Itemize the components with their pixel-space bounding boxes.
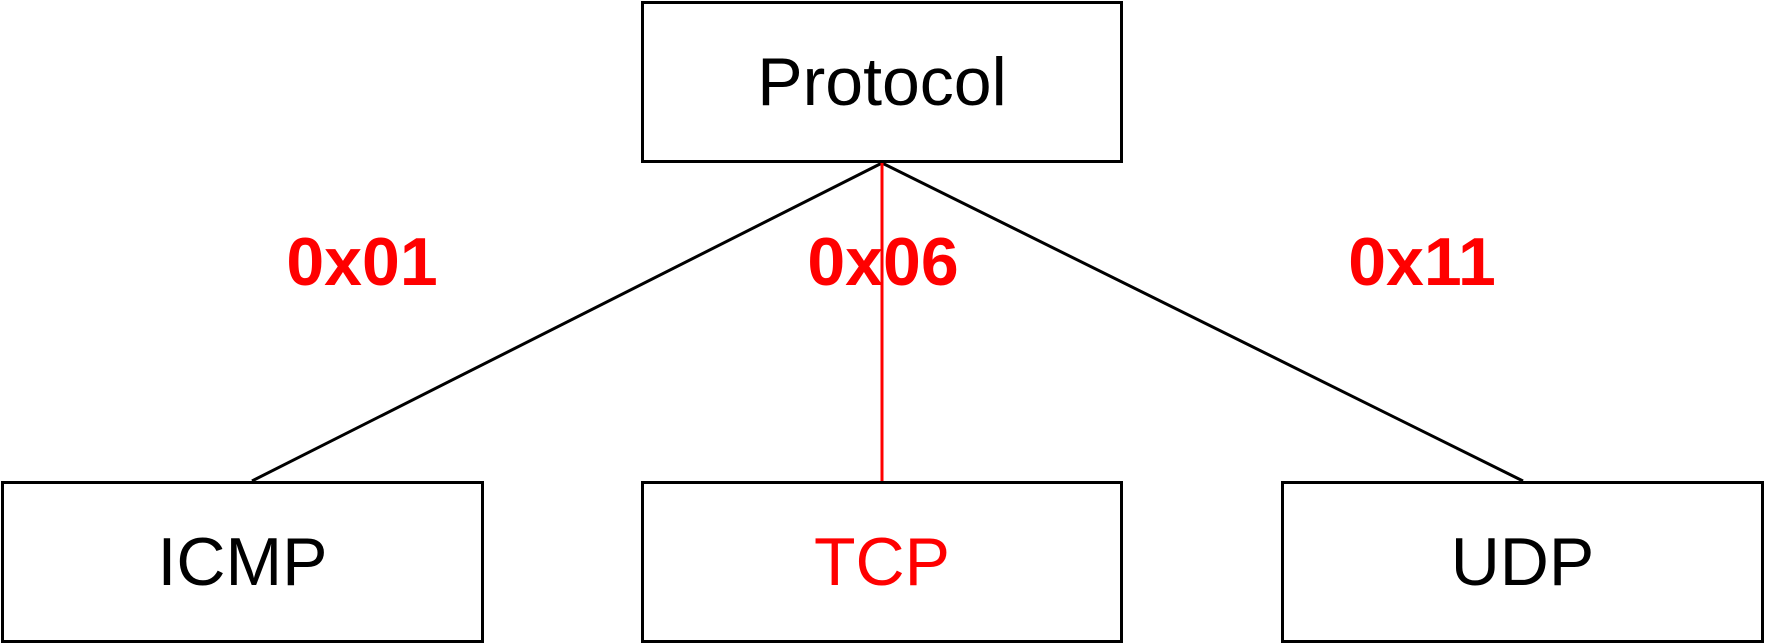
icmp-node-label: ICMP — [157, 524, 328, 600]
protocol-node-label: Protocol — [757, 44, 1007, 120]
edge-protocol-to-udp — [881, 161, 1524, 483]
icmp-node: ICMP — [1, 481, 484, 643]
udp-node: UDP — [1281, 481, 1764, 643]
tcp-node-label: TCP — [814, 524, 950, 600]
udp-code-label: 0x11 — [1348, 224, 1496, 300]
tcp-code-label: 0x06 — [807, 224, 959, 300]
edge-protocol-to-icmp — [251, 161, 883, 483]
udp-node-label: UDP — [1450, 524, 1595, 600]
protocol-node: Protocol — [641, 1, 1123, 163]
tcp-node: TCP — [641, 481, 1123, 643]
icmp-code-label: 0x01 — [286, 224, 438, 300]
